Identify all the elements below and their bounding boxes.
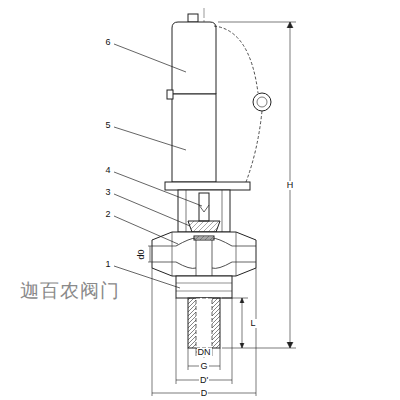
spindle-tip xyxy=(199,205,209,212)
bonnet xyxy=(178,190,230,232)
drawing-stroke xyxy=(152,268,256,396)
dimension-text: G xyxy=(199,362,208,371)
dimension-text: D xyxy=(200,389,209,398)
callout-number: 4 xyxy=(104,166,111,175)
callout-number: 5 xyxy=(104,121,111,130)
drawing-stroke xyxy=(196,348,212,356)
body-passage xyxy=(176,238,232,268)
spring-housing xyxy=(172,94,216,182)
drawing-stroke xyxy=(114,216,178,244)
dimension-lines xyxy=(148,22,296,396)
callout-number: 1 xyxy=(104,260,111,269)
drawing-stroke xyxy=(218,22,296,348)
leader-lines xyxy=(114,44,202,288)
callout-number: 3 xyxy=(104,188,111,197)
threaded-nipple xyxy=(188,298,220,348)
spindle xyxy=(199,193,209,221)
dimension-text: D' xyxy=(199,376,209,385)
drawing-stroke xyxy=(240,298,244,348)
latch xyxy=(167,90,173,99)
callout-number: 2 xyxy=(104,210,111,219)
lead-seal-ring xyxy=(257,97,267,107)
seal-wire xyxy=(246,111,262,182)
bonnet-bore xyxy=(222,190,223,232)
lead-seal xyxy=(253,93,271,111)
callout-number: 6 xyxy=(104,38,111,47)
drawing-stroke xyxy=(114,44,186,72)
cap xyxy=(172,22,216,94)
drawing-stroke xyxy=(222,298,248,348)
outlet-port xyxy=(152,246,256,262)
body-edge xyxy=(236,232,237,276)
body-edge xyxy=(172,232,173,276)
dimension-text: d0 xyxy=(136,248,145,260)
inlet-bore xyxy=(196,240,212,276)
seal-wire xyxy=(214,26,258,93)
disc xyxy=(188,221,220,232)
valve-outline xyxy=(114,8,296,396)
drawing-stroke xyxy=(148,246,152,262)
dimension-text: DN xyxy=(197,348,212,357)
drawing-stroke xyxy=(114,266,180,288)
dimension-text: H xyxy=(286,181,295,190)
nut-face xyxy=(176,283,232,291)
inlet-nut xyxy=(176,276,232,298)
drawing-stroke xyxy=(114,127,186,150)
drawing-stroke xyxy=(188,348,220,370)
bonnet-bore xyxy=(186,190,187,232)
flange xyxy=(165,182,250,190)
drawing-stroke xyxy=(114,172,202,206)
cap-knob xyxy=(188,14,198,22)
drawing-stroke xyxy=(176,298,232,384)
valve-body xyxy=(152,232,256,276)
watermark: 迦百农阀门 xyxy=(19,281,121,300)
dimension-text: L xyxy=(249,319,256,328)
nipple-bore xyxy=(196,298,212,348)
seat xyxy=(194,236,214,240)
